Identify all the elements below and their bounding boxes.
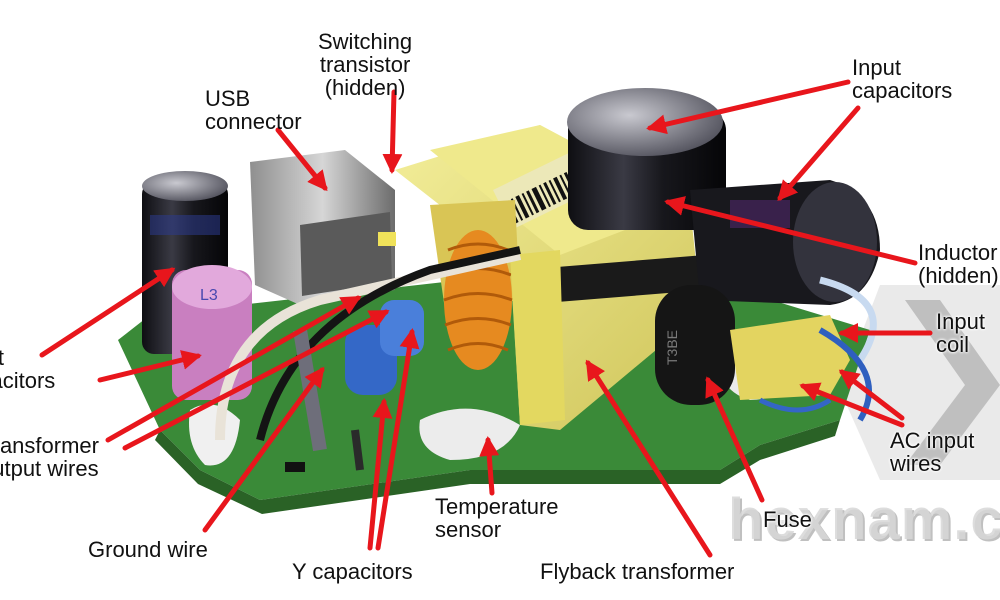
label-input-coil: Input coil xyxy=(936,309,985,357)
arrow-inductor xyxy=(664,196,918,266)
arrow-y-capacitor-1 xyxy=(367,398,393,551)
label-usb-connector: USB connector xyxy=(205,86,302,134)
watermark-text: hexnam.com xyxy=(728,487,1000,552)
label-switching-transistor: Switching transistor (hidden) xyxy=(318,29,413,100)
arrow-ac-wires-2 xyxy=(799,382,905,428)
svg-text:T3BE: T3BE xyxy=(664,330,680,365)
arrow-output-wires-2 xyxy=(122,309,390,451)
arrow-input-capacitors-1 xyxy=(646,79,851,135)
arrow-fuse xyxy=(705,376,765,503)
watermark-chevron xyxy=(905,300,1000,465)
label-temperature-sensor: Temperature sensor xyxy=(435,494,559,542)
arrow-temperature-sensor xyxy=(479,436,500,496)
label-flyback-transformer: Flyback transformer xyxy=(540,559,735,584)
arrow-switching-transistor xyxy=(382,89,403,174)
arrow-flyback-transformer xyxy=(585,359,713,558)
arrow-y-capacitor-2 xyxy=(375,328,420,551)
arrow-ground-wire xyxy=(202,366,325,533)
label-inductor: Inductor (hidden) xyxy=(918,240,999,288)
arrow-output-wires-1 xyxy=(105,295,362,443)
label-transformer-output-wires: Transformer output wires xyxy=(0,433,99,481)
arrow-input-capacitors-4 xyxy=(97,350,202,383)
arrow-ac-wires-1 xyxy=(838,369,905,421)
label-input-capacitors-right: Input capacitors xyxy=(852,55,953,103)
fuse-body xyxy=(655,285,735,405)
arrow-input-capacitors-3 xyxy=(39,267,176,358)
input-coil-body xyxy=(730,315,850,400)
label-input-capacitors-left: Input capacitors xyxy=(0,345,56,393)
label-ground-wire: Ground wire xyxy=(88,537,208,562)
label-ac-input-wires: AC input wires xyxy=(890,428,975,476)
label-y-capacitors: Y capacitors xyxy=(292,559,413,584)
arrow-usb-connector xyxy=(275,127,328,192)
label-fuse: Fuse xyxy=(763,507,812,532)
svg-text:L3: L3 xyxy=(200,287,218,304)
arrow-input-capacitors-2 xyxy=(777,105,861,202)
